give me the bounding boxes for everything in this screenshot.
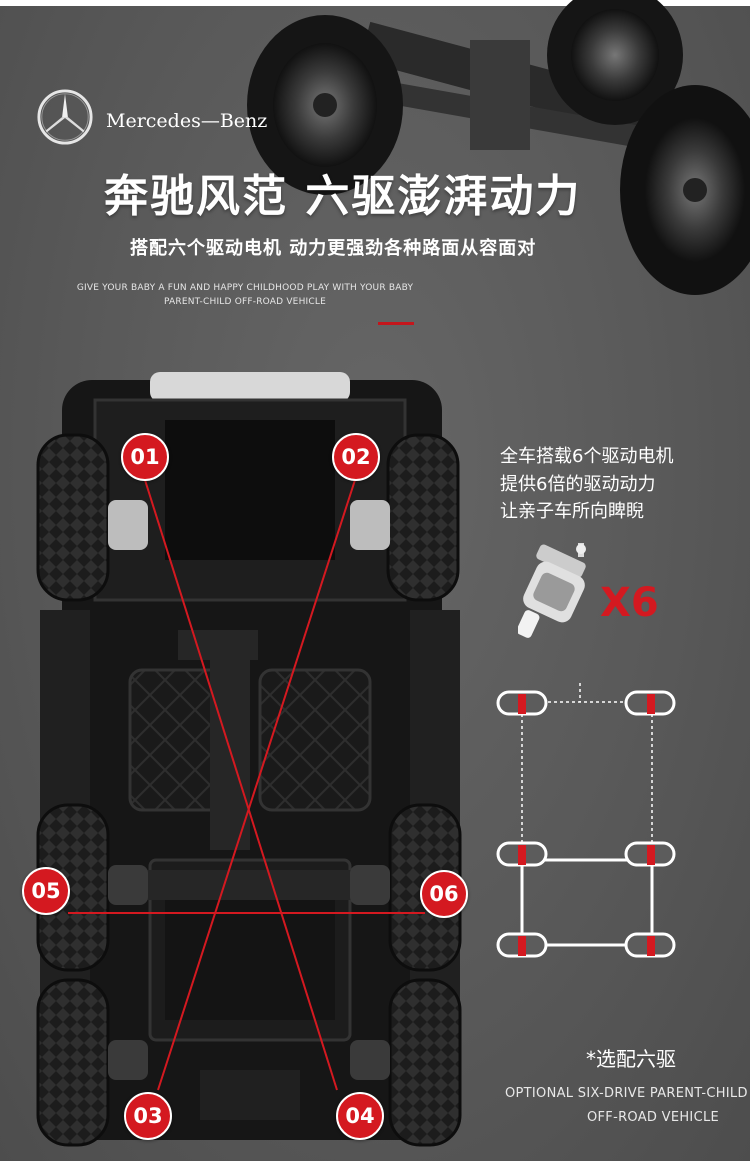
motor-badge-06: 06 bbox=[420, 870, 468, 918]
tagline-en-line1: GIVE YOUR BABY A FUN AND HAPPY CHILDHOOD… bbox=[76, 283, 414, 293]
motor-badge-04: 04 bbox=[336, 1092, 384, 1140]
optional-en-line2: OFF-ROAD VEHICLE bbox=[587, 1110, 720, 1125]
description-line1: 全车搭载6个驱动电机 bbox=[500, 446, 674, 467]
optional-en-line1: OPTIONAL SIX-DRIVE PARENT-CHILD bbox=[505, 1086, 748, 1101]
chassis-image bbox=[247, 0, 750, 295]
red-divider bbox=[378, 322, 414, 325]
headline: 奔驰风范 六驱澎湃动力 bbox=[104, 171, 582, 222]
motor-icon bbox=[518, 543, 586, 638]
motor-badge-03: 03 bbox=[124, 1092, 172, 1140]
tagline-en-line2: PARENT-CHILD OFF-ROAD VEHICLE bbox=[164, 297, 326, 307]
car-underside-image bbox=[36, 372, 462, 1147]
six-drive-layout-diagram bbox=[496, 680, 676, 958]
description-line2: 提供6倍的驱动动力 bbox=[500, 474, 656, 495]
multiplier-label: X6 bbox=[600, 580, 659, 626]
optional-title: *选配六驱 bbox=[586, 1047, 676, 1071]
top-strip bbox=[0, 0, 750, 6]
mercedes-star-icon bbox=[37, 89, 93, 145]
brand-name: Mercedes—Benz bbox=[106, 110, 268, 132]
motor-badge-01: 01 bbox=[121, 433, 169, 481]
subheadline: 搭配六个驱动电机 动力更强劲各种路面从容面对 bbox=[130, 238, 537, 259]
motor-badge-05: 05 bbox=[22, 867, 70, 915]
description-line3: 让亲子车所向睥睨 bbox=[500, 501, 644, 522]
motor-badge-02: 02 bbox=[332, 433, 380, 481]
